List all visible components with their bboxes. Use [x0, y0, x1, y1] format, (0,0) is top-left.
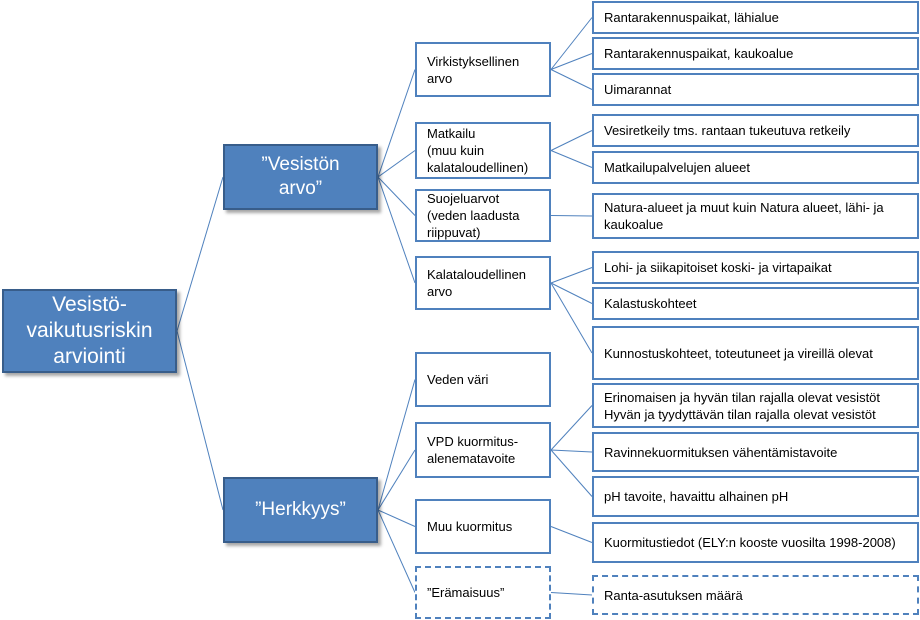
leaf-node-ravinnekuormitus: Ravinnekuormituksen vähentämistavoite — [592, 432, 919, 472]
connector-group-node-virkistyksellinen-arvo-to-leaf-node-rantarakennuspaikat-lahialue — [550, 17, 593, 70]
group-node-veden-vari: Veden väri — [415, 352, 551, 407]
connector-group-node-muu-kuormitus-to-leaf-node-kuormitustiedot — [550, 526, 593, 543]
connector-branch-node-herkkyys-to-group-node-veden-vari — [377, 379, 416, 511]
connector-root-node-to-branch-node-herkkyys — [176, 330, 224, 511]
connector-root-node-to-branch-node-vesiston-arvo — [176, 176, 224, 332]
leaf-node-vesiretkeily: Vesiretkeily tms. rantaan tukeutuva retk… — [592, 114, 919, 147]
connector-group-node-vpd-kuormitus-to-leaf-node-ph-tavoite — [550, 449, 593, 497]
group-node-matkailu: Matkailu (muu kuin kalataloudellinen) — [415, 122, 551, 179]
group-node-virkistyksellinen-arvo: Virkistyksellinen arvo — [415, 42, 551, 97]
connector-branch-node-herkkyys-to-group-node-muu-kuormitus — [377, 509, 416, 527]
leaf-node-lohi-ja-siikapitoiset: Lohi- ja siikapitoiset koski- ja virtapa… — [592, 251, 919, 284]
group-node-eramaisuus: ”Erämaisuus” — [415, 566, 551, 619]
connector-group-node-kalataloudellinen-arvo-to-leaf-node-kunnostuskohteet — [550, 282, 593, 354]
leaf-node-ph-tavoite: pH tavoite, havaittu alhainen pH — [592, 476, 919, 517]
leaf-node-uimarannat: Uimarannat — [592, 73, 919, 106]
group-node-kalataloudellinen-arvo: Kalataloudellinen arvo — [415, 256, 551, 310]
connector-branch-node-vesiston-arvo-to-group-node-kalataloudellinen-arvo — [377, 176, 416, 284]
connector-group-node-kalataloudellinen-arvo-to-leaf-node-kalastuskohteet — [550, 282, 593, 304]
connector-branch-node-vesiston-arvo-to-group-node-matkailu — [377, 150, 416, 178]
leaf-node-rantarakennuspaikat-kaukoalue: Rantarakennuspaikat, kaukoalue — [592, 37, 919, 70]
leaf-node-vesistojen-tila: Erinomaisen ja hyvän tilan rajalla oleva… — [592, 383, 919, 428]
leaf-node-kunnostuskohteet: Kunnostuskohteet, toteutuneet ja vireill… — [592, 326, 919, 380]
connector-branch-node-vesiston-arvo-to-group-node-suojeluarvot — [377, 176, 416, 216]
connector-branch-node-vesiston-arvo-to-group-node-virkistyksellinen-arvo — [377, 69, 416, 178]
connector-group-node-virkistyksellinen-arvo-to-leaf-node-rantarakennuspaikat-kaukoalue — [550, 53, 593, 70]
leaf-node-kuormitustiedot: Kuormitustiedot (ELY:n kooste vuosilta 1… — [592, 522, 919, 563]
group-node-suojeluarvot: Suojeluarvot (veden laadusta riippuvat) — [415, 189, 551, 242]
connector-group-node-suojeluarvot-to-leaf-node-natura-alueet — [550, 215, 593, 217]
branch-node-herkkyys: ”Herkkyys” — [223, 477, 378, 543]
connector-group-node-matkailu-to-leaf-node-vesiretkeily — [550, 130, 593, 151]
connector-group-node-kalataloudellinen-arvo-to-leaf-node-lohi-ja-siikapitoiset — [550, 267, 593, 284]
branch-node-vesiston-arvo: ”Vesistön arvo” — [223, 144, 378, 210]
connector-group-node-virkistyksellinen-arvo-to-leaf-node-uimarannat — [550, 69, 593, 90]
root-node: Vesistö- vaikutusriskin arviointi — [2, 289, 177, 373]
leaf-node-matkailupalvelujen-alueet: Matkailupalvelujen alueet — [592, 151, 919, 184]
leaf-node-natura-alueet: Natura-alueet ja muut kuin Natura alueet… — [592, 193, 919, 239]
connector-group-node-matkailu-to-leaf-node-matkailupalvelujen-alueet — [550, 150, 593, 168]
connector-group-node-vpd-kuormitus-to-leaf-node-ravinnekuormitus — [550, 449, 593, 453]
connector-branch-node-herkkyys-to-group-node-eramaisuus — [377, 509, 416, 593]
group-node-vpd-kuormitus: VPD kuormitus- alenematavoite — [415, 422, 551, 478]
connector-group-node-vpd-kuormitus-to-leaf-node-vesistojen-tila — [550, 405, 593, 451]
leaf-node-ranta-asutuksen-maara: Ranta-asutuksen määrä — [592, 575, 919, 615]
group-node-muu-kuormitus: Muu kuormitus — [415, 499, 551, 554]
leaf-node-kalastuskohteet: Kalastuskohteet — [592, 287, 919, 320]
connector-group-node-eramaisuus-to-leaf-node-ranta-asutuksen-maara — [550, 592, 593, 596]
connector-branch-node-herkkyys-to-group-node-vpd-kuormitus — [377, 449, 416, 511]
leaf-node-rantarakennuspaikat-lahialue: Rantarakennuspaikat, lähialue — [592, 1, 919, 34]
